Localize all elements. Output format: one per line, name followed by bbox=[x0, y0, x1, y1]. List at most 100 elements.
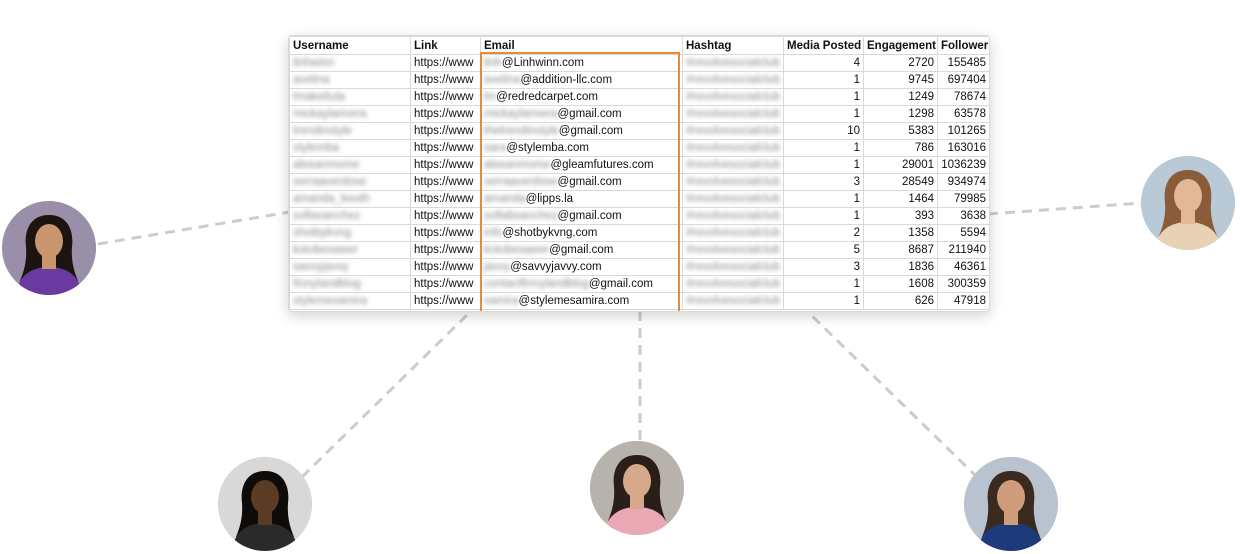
username-cell: amanda_booth bbox=[289, 190, 411, 208]
email-domain: @addition-llc.com bbox=[520, 74, 613, 86]
link-cell: https://www bbox=[410, 156, 481, 174]
email-domain: @shotbykvng.com bbox=[502, 227, 598, 239]
follower-cell: 5594 bbox=[937, 224, 989, 242]
username-cell-text: avelina bbox=[293, 74, 330, 86]
header-hashtag: Hashtag bbox=[682, 36, 784, 55]
avatar-bottom-left bbox=[218, 457, 312, 551]
hashtag-cell: #revolvesocialclub bbox=[682, 275, 784, 293]
connector-left bbox=[97, 210, 291, 246]
email-user-redacted: avelina bbox=[484, 74, 521, 86]
hashtag-cell: #revolvesocialclub bbox=[682, 292, 784, 310]
media-posted-cell: 5 bbox=[783, 241, 864, 259]
engagement-cell: 626 bbox=[863, 292, 938, 310]
email-cell: avelina@addition-llc.com bbox=[480, 71, 683, 89]
hashtag-cell: #revolvesocialclub bbox=[682, 190, 784, 208]
connector-bottom-right bbox=[806, 310, 980, 480]
username-cell-text: aleeanmome bbox=[293, 159, 360, 171]
media-posted-cell: 1 bbox=[783, 190, 864, 208]
header-follower: Follower bbox=[937, 36, 989, 55]
username-cell-text: shotbykvng bbox=[293, 227, 352, 239]
connector-bottom-left bbox=[300, 310, 472, 479]
link-cell: https://www bbox=[410, 122, 481, 140]
hashtag-cell: #revolvesocialclub bbox=[682, 207, 784, 225]
follower-cell: 1036239 bbox=[937, 156, 989, 174]
hashtag-cell-text: #revolvesocialclub bbox=[686, 108, 780, 120]
influencer-table: Username Link Email Hashtag Media Posted… bbox=[289, 36, 989, 310]
media-posted-cell: 3 bbox=[783, 173, 864, 191]
username-cell-text: finnylandblog bbox=[293, 278, 361, 290]
follower-cell: 697404 bbox=[937, 71, 989, 89]
follower-cell: 155485 bbox=[937, 54, 989, 72]
engagement-cell: 28549 bbox=[863, 173, 938, 191]
hashtag-cell: #revolvesocialclub bbox=[682, 173, 784, 191]
username-cell: mickaylarivera bbox=[289, 105, 411, 123]
username-cell: lmakeitula bbox=[289, 88, 411, 106]
follower-cell: 47918 bbox=[937, 292, 989, 310]
follower-cell: 300359 bbox=[937, 275, 989, 293]
follower-cell: 101265 bbox=[937, 122, 989, 140]
email-user-redacted: contactfinnylandblog bbox=[484, 278, 589, 290]
media-posted-cell: 1 bbox=[783, 275, 864, 293]
follower-cell: 163016 bbox=[937, 139, 989, 157]
engagement-cell: 2720 bbox=[863, 54, 938, 72]
email-domain: @redredcarpet.com bbox=[496, 91, 598, 103]
engagement-cell: 1464 bbox=[863, 190, 938, 208]
follower-cell: 934974 bbox=[937, 173, 989, 191]
email-user-redacted: mickaylarivera bbox=[484, 108, 558, 120]
media-posted-cell: 1 bbox=[783, 292, 864, 310]
hashtag-cell-text: #revolvesocialclub bbox=[686, 261, 780, 273]
email-user-redacted: samira bbox=[484, 295, 519, 307]
hashtag-cell: #revolvesocialclub bbox=[682, 105, 784, 123]
email-cell: sofiabsanchez@gmail.com bbox=[480, 207, 683, 225]
email-user-redacted: javvy bbox=[484, 261, 511, 273]
email-domain: @stylemba.com bbox=[506, 142, 589, 154]
engagement-cell: 1298 bbox=[863, 105, 938, 123]
hashtag-cell-text: #revolvesocialclub bbox=[686, 244, 780, 256]
engagement-cell: 1608 bbox=[863, 275, 938, 293]
username-cell-text: amanda_booth bbox=[293, 193, 370, 205]
media-posted-cell: 1 bbox=[783, 207, 864, 225]
engagement-cell: 1836 bbox=[863, 258, 938, 276]
person-portrait-icon bbox=[964, 457, 1058, 551]
hashtag-cell-text: #revolvesocialclub bbox=[686, 193, 780, 205]
username-cell: trendinstyle bbox=[289, 122, 411, 140]
engagement-cell: 786 bbox=[863, 139, 938, 157]
connector-right bbox=[987, 201, 1143, 216]
username-cell-text: stylemesamira bbox=[293, 295, 368, 307]
header-email: Email bbox=[480, 36, 683, 55]
media-posted-cell: 4 bbox=[783, 54, 864, 72]
engagement-cell: 1358 bbox=[863, 224, 938, 242]
avatar-right bbox=[1141, 156, 1235, 250]
email-domain: @gmail.com bbox=[549, 244, 614, 256]
header-engagement: Engagement bbox=[863, 36, 938, 55]
email-domain: @lipps.la bbox=[525, 193, 574, 205]
username-cell-text: stylemba bbox=[293, 142, 340, 154]
hashtag-cell-text: #revolvesocialclub bbox=[686, 125, 780, 137]
email-domain: @gleamfutures.com bbox=[550, 159, 654, 171]
username-cell: avelina bbox=[289, 71, 411, 89]
hashtag-cell: #revolvesocialclub bbox=[682, 156, 784, 174]
link-cell: https://www bbox=[410, 54, 481, 72]
engagement-cell: 5383 bbox=[863, 122, 938, 140]
username-cell: kotobesawer bbox=[289, 241, 411, 259]
email-cell: info@shotbykvng.com bbox=[480, 224, 683, 242]
media-posted-cell: 2 bbox=[783, 224, 864, 242]
engagement-cell: 29001 bbox=[863, 156, 938, 174]
person-portrait-icon bbox=[590, 441, 684, 535]
email-user-redacted: sofiabsanchez bbox=[484, 210, 558, 222]
engagement-cell: 9745 bbox=[863, 71, 938, 89]
hashtag-cell: #revolvesocialclub bbox=[682, 241, 784, 259]
follower-cell: 63578 bbox=[937, 105, 989, 123]
link-cell: https://www bbox=[410, 292, 481, 310]
engagement-cell: 1249 bbox=[863, 88, 938, 106]
email-cell: amanda@lipps.la bbox=[480, 190, 683, 208]
link-cell: https://www bbox=[410, 241, 481, 259]
hashtag-cell-text: #revolvesocialclub bbox=[686, 159, 780, 171]
email-domain: @gmail.com bbox=[557, 210, 622, 222]
hashtag-cell: #revolvesocialclub bbox=[682, 122, 784, 140]
